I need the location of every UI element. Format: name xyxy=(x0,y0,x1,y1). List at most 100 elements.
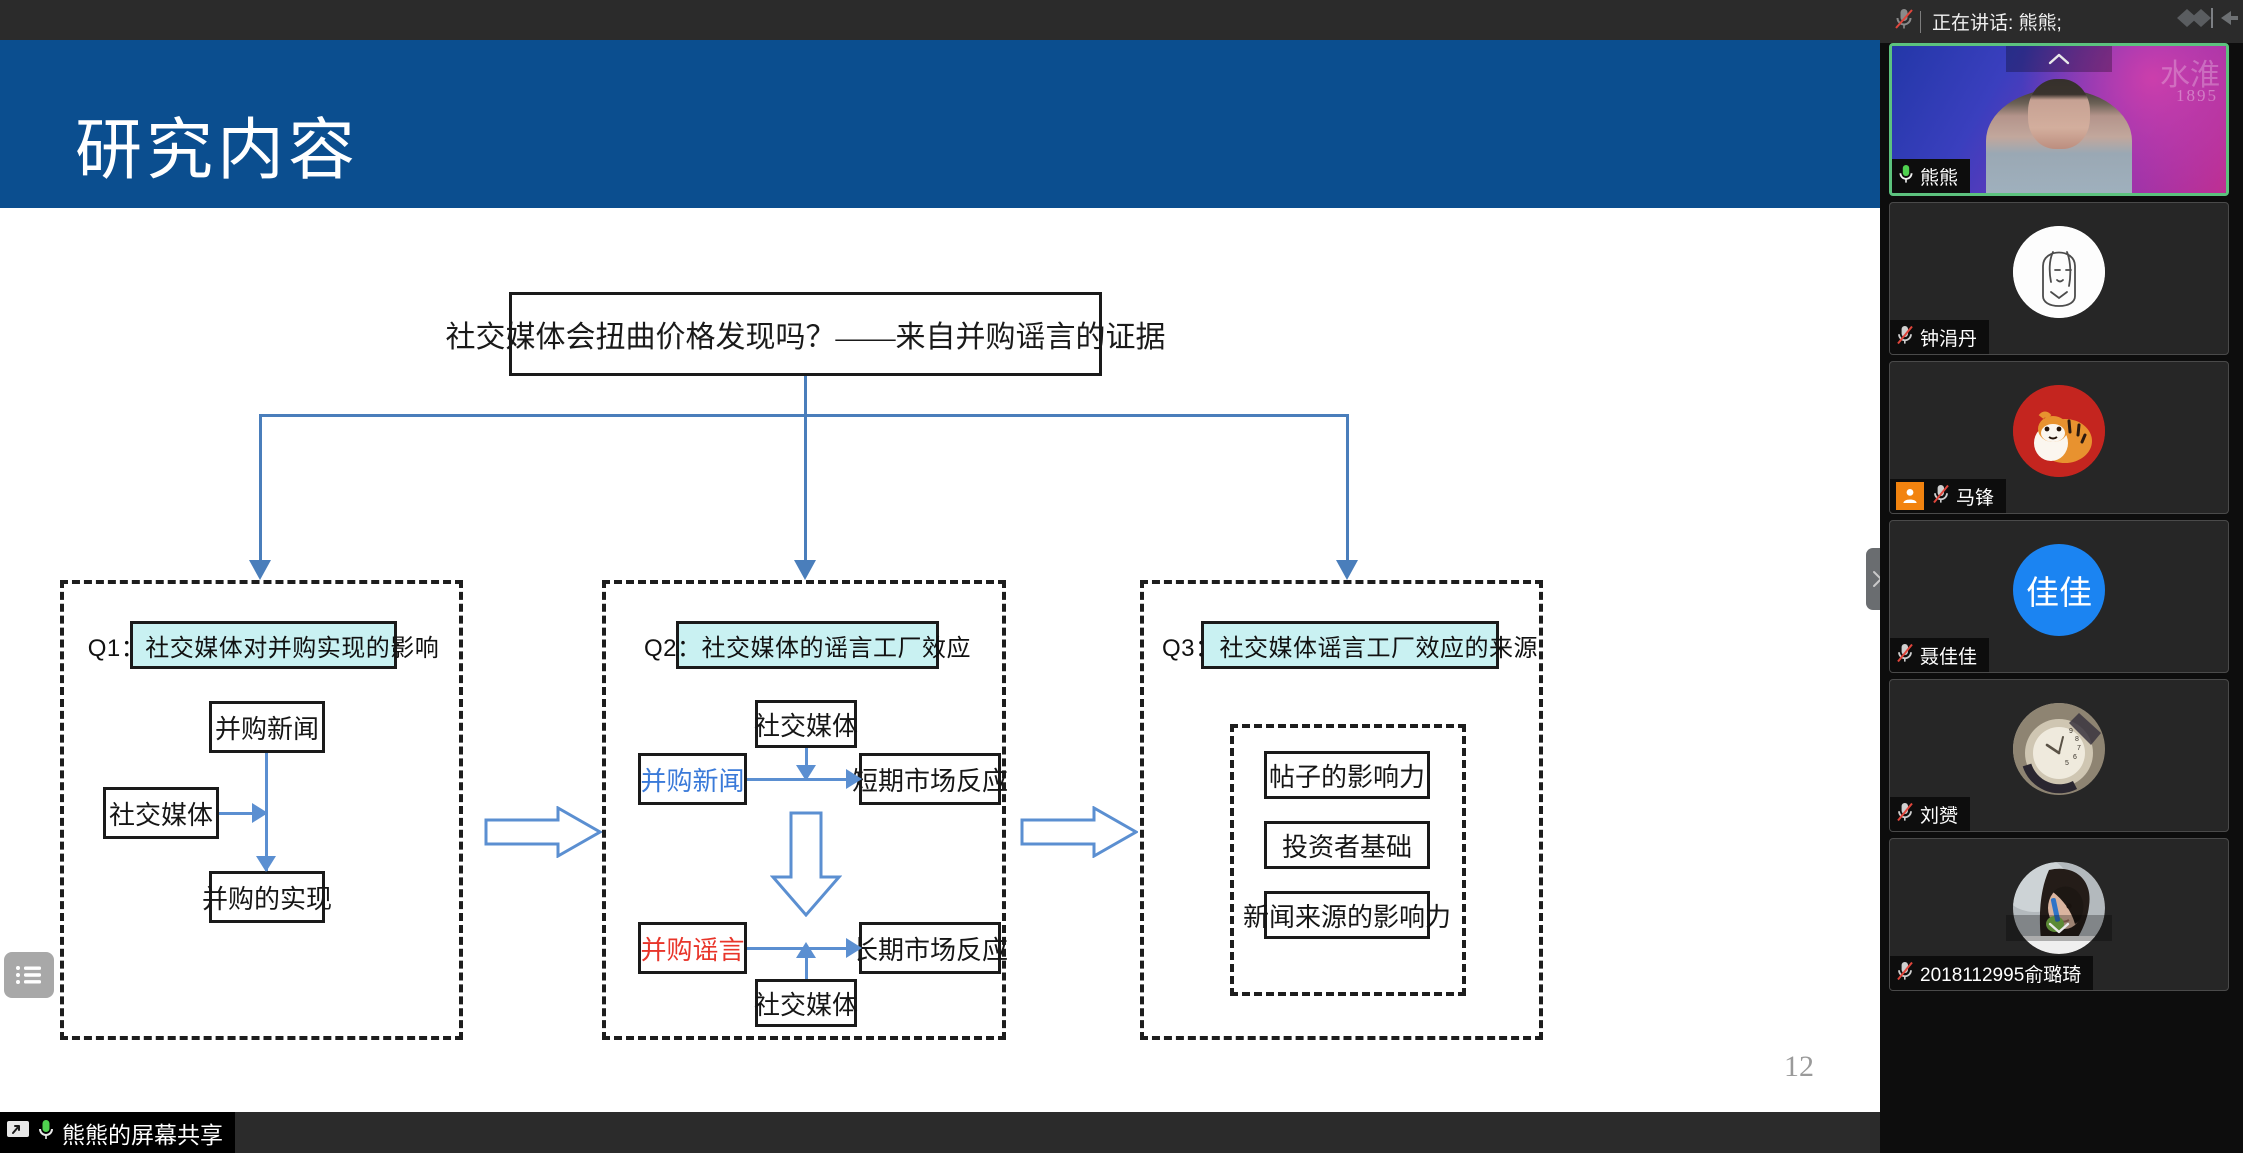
microphone-muted-icon xyxy=(1896,960,1914,987)
slide-title: 研究内容 xyxy=(75,114,359,188)
q2-node-lower-mid: 社交媒体 xyxy=(754,979,859,1027)
q1-edge-vertical-arrow-icon xyxy=(256,856,276,872)
q1-node-top-label: 并购新闻 xyxy=(214,714,319,744)
q2-node-upper-right-label: 短期市场反应 xyxy=(852,766,1009,796)
svg-text:8: 8 xyxy=(2075,736,2079,743)
host-badge-icon xyxy=(1896,482,1924,510)
q1-node-left-label: 社交媒体 xyxy=(108,800,213,830)
svg-text:9: 9 xyxy=(2069,728,2073,735)
participant-tile[interactable]: 2018112995俞璐琦 xyxy=(1889,838,2229,991)
chevron-up-icon[interactable] xyxy=(2006,46,2112,72)
svg-text:5: 5 xyxy=(2065,760,2069,767)
participant-tile[interactable]: 钟涓丹 xyxy=(1889,202,2229,355)
slide-body: 社交媒体会扭曲价格发现吗？——来自并购谣言的证据 Q1：社交媒体对并购实现的影响 xyxy=(0,208,1880,1112)
slide-page-number: 12 xyxy=(1784,1050,1814,1083)
q3-item-2: 投资者基础 xyxy=(1264,821,1430,869)
q1-node-bottom-label: 并购的实现 xyxy=(202,884,333,914)
panel-q3: Q3：社交媒体谣言工厂效应的来源 帖子的影响力 投资者基础 新闻来源的影响力 xyxy=(1140,580,1543,1040)
flow-arrow-q1-q2-icon xyxy=(484,806,602,858)
participant-name: 2018112995俞璐琦 xyxy=(1920,964,2082,986)
root-question-box: 社交媒体会扭曲价格发现吗？——来自并购谣言的证据 xyxy=(446,292,1166,376)
participant-name: 聂佳佳 xyxy=(1920,646,1978,668)
participant-name-chip: 马锋 xyxy=(1890,479,2007,513)
q1-edge-horizontal xyxy=(219,812,265,815)
tree-stem-vertical xyxy=(804,376,807,416)
panel-q2-heading: Q2：社交媒体的谣言工厂效应 xyxy=(644,634,972,662)
q2-edge-lower-vertical-arrow-icon xyxy=(796,942,816,958)
q2-edge-lower-vertical xyxy=(805,945,808,979)
participant-name: 刘赟 xyxy=(1920,805,1959,827)
q1-node-left: 社交媒体 xyxy=(103,787,219,839)
participant-rail: 正在讲话: 熊熊; 水淮 1895 xyxy=(1880,0,2243,1153)
list-view-icon[interactable] xyxy=(4,952,54,998)
video-feed: 水淮 1895 xyxy=(1892,46,2226,193)
q3-inner-group xyxy=(1230,724,1466,996)
screen-share-bottom-bar: 熊熊的屏幕共享 xyxy=(0,1112,1880,1153)
background-watermark: 水淮 xyxy=(2160,59,2220,92)
microphone-muted-icon xyxy=(1896,801,1914,828)
avatar xyxy=(2013,385,2105,478)
q1-edge-horizontal-arrow-icon xyxy=(252,803,268,823)
participant-name-chip: 2018112995俞璐琦 xyxy=(1890,956,2094,990)
microphone-muted-icon xyxy=(1894,7,1914,36)
svg-text:6: 6 xyxy=(2073,754,2077,761)
screen-share-indicator[interactable]: 熊熊的屏幕共享 xyxy=(0,1112,235,1153)
participant-name-chip: 刘赟 xyxy=(1890,797,1971,831)
tree-branch-left xyxy=(259,414,262,562)
q2-node-upper-left-label: 并购新闻 xyxy=(640,766,745,796)
panel-q2-heading-box: Q2：社交媒体的谣言工厂效应 xyxy=(644,621,971,669)
q3-item-2-label: 投资者基础 xyxy=(1281,832,1412,862)
participant-tile[interactable]: 马锋 xyxy=(1889,361,2229,514)
panel-q3-heading: Q3：社交媒体谣言工厂效应的来源 xyxy=(1162,634,1539,662)
exit-fullscreen-icon[interactable] xyxy=(2217,5,2239,36)
participant-name: 马锋 xyxy=(1956,487,1995,509)
participant-name: 钟涓丹 xyxy=(1920,328,1978,350)
chevron-down-icon[interactable] xyxy=(2006,914,2112,941)
q2-edge-upper-arrow-icon xyxy=(846,769,862,789)
divider xyxy=(1920,10,1921,33)
participant-name: 熊熊 xyxy=(1920,167,1959,189)
root-question-text: 社交媒体会扭曲价格发现吗？——来自并购谣言的证据 xyxy=(445,321,1166,354)
microphone-muted-icon xyxy=(1932,483,1950,510)
flow-arrow-q2-q3-icon xyxy=(1020,806,1138,858)
presentation-slide: 研究内容 社交媒体会扭曲价格发现吗？——来自并购谣言的证据 xyxy=(0,40,1880,1112)
q2-node-upper-left: 并购新闻 xyxy=(638,753,747,805)
microphone-muted-icon xyxy=(1896,642,1914,669)
tree-branch-mid xyxy=(804,414,807,562)
q2-node-lower-mid-label: 社交媒体 xyxy=(754,990,859,1020)
q2-node-lower-right: 长期市场反应 xyxy=(852,922,1008,974)
share-top-strip xyxy=(0,0,1880,40)
tree-arrow-left-icon xyxy=(249,560,271,580)
microphone-on-icon xyxy=(1898,163,1914,190)
q2-node-lower-left-label: 并购谣言 xyxy=(640,935,745,965)
participant-tile[interactable]: 水淮 1895 熊熊 xyxy=(1889,43,2229,196)
participant-tiles: 水淮 1895 熊熊 xyxy=(1880,43,2243,997)
panel-q1-heading-box: Q1：社交媒体对并购实现的影响 xyxy=(88,621,439,669)
background-watermark-year: 1895 xyxy=(2176,86,2218,105)
avatar: 佳佳 xyxy=(2013,544,2105,637)
q3-item-1: 帖子的影响力 xyxy=(1264,751,1430,799)
active-speaker-bar: 正在讲话: 熊熊; xyxy=(1880,0,2243,43)
shared-screen-area: 研究内容 社交媒体会扭曲价格发现吗？——来自并购谣言的证据 xyxy=(0,0,1889,1153)
panel-q3-heading-box: Q3：社交媒体谣言工厂效应的来源 xyxy=(1162,621,1538,669)
avatar xyxy=(2013,862,2105,955)
participant-name-chip: 熊熊 xyxy=(1892,159,1971,193)
microphone-muted-icon xyxy=(1896,324,1914,351)
participant-name-chip: 聂佳佳 xyxy=(1890,638,1990,672)
panel-q2: Q2：社交媒体的谣言工厂效应 社交媒体 并购新闻 短期市场反应 xyxy=(602,580,1009,1040)
q1-node-top: 并购新闻 xyxy=(209,701,325,753)
microphone-on-icon xyxy=(37,1118,55,1147)
q2-edge-upper-vertical-arrow-icon xyxy=(796,765,816,781)
panel-q1: Q1：社交媒体对并购实现的影响 并购新闻 社交媒体 并购的实现 xyxy=(60,580,463,1040)
speaking-status-text: 正在讲话: 熊熊; xyxy=(1932,13,2062,34)
q2-edge-upper-vertical xyxy=(805,748,808,780)
q3-item-3: 新闻来源的影响力 xyxy=(1243,891,1451,939)
minimize-icon[interactable] xyxy=(2175,5,2215,36)
participant-tile[interactable]: 佳佳 聂佳佳 xyxy=(1889,520,2229,673)
avatar-initials: 佳佳 xyxy=(2026,574,2092,612)
screen-share-icon xyxy=(6,1120,30,1145)
q2-edge-lower-arrow-icon xyxy=(846,938,862,958)
